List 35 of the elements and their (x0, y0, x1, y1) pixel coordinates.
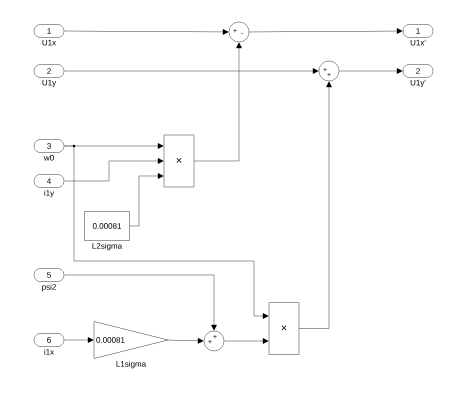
arrow (194, 42, 242, 162)
arrow (64, 274, 217, 331)
arrow (64, 146, 269, 319)
product-block: × (164, 134, 194, 188)
arrow (130, 173, 164, 226)
port-block: 2 (34, 64, 64, 78)
block-label: U1y' (410, 80, 426, 88)
block-label: U1x (42, 40, 56, 46)
arrow (299, 81, 332, 329)
gain-triangle: 0.00081 (94, 321, 168, 359)
port-block: 2 (402, 64, 434, 78)
arrow (64, 158, 164, 182)
block-label: U1x' (410, 40, 426, 46)
block-label: w0 (44, 154, 54, 161)
arrow (249, 28, 403, 34)
arrow (64, 337, 94, 343)
port-block: 6 (34, 333, 64, 347)
block-label: psi2 (42, 284, 56, 292)
constant-block: 0.00081 (84, 211, 130, 241)
arrow (168, 338, 204, 344)
block-label: L2sigma (92, 242, 122, 250)
arrow (64, 68, 319, 74)
block-label: i1y (44, 190, 54, 198)
arrow (64, 29, 229, 35)
arrow (224, 338, 269, 344)
block-label: L1sigma (116, 360, 146, 368)
port-block: 1 (34, 24, 64, 38)
arrow (339, 68, 403, 74)
port-block: 4 (34, 174, 64, 188)
block-label: i1x (44, 348, 54, 355)
product-block: × (268, 302, 300, 355)
port-block: 5 (34, 268, 64, 282)
port-block: 3 (34, 139, 64, 153)
port-block: 1 (402, 24, 434, 38)
block-label: U1y (42, 80, 56, 88)
